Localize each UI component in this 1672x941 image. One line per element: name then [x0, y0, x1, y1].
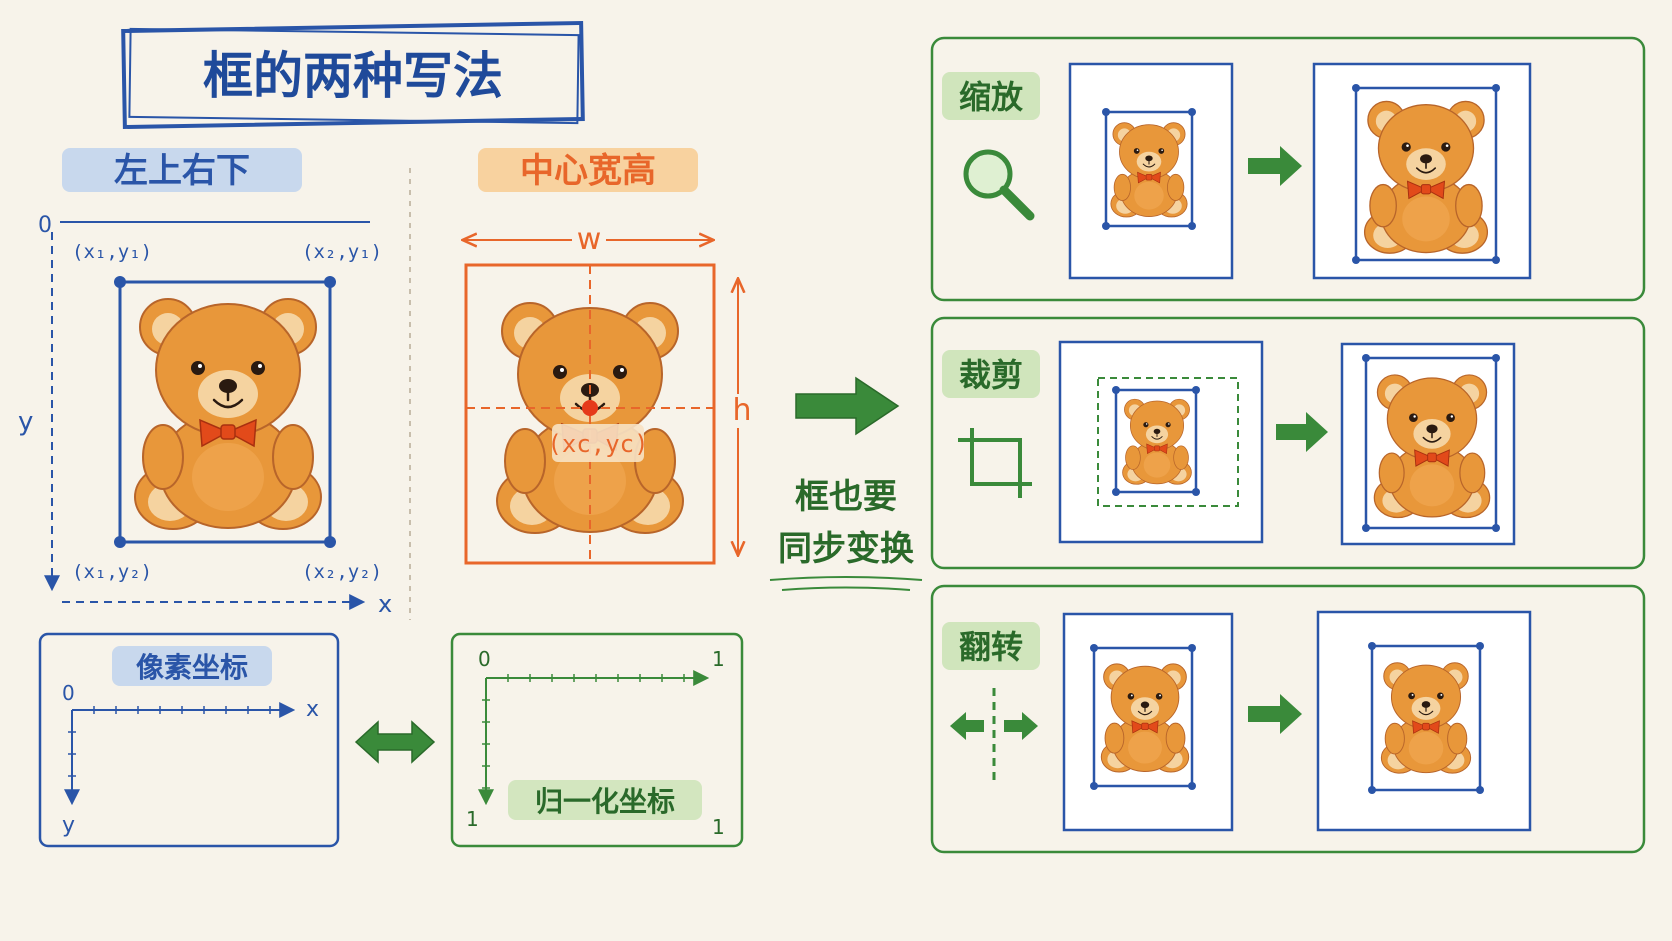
y-max-label: 1: [466, 807, 479, 831]
corner-point: [114, 536, 126, 548]
transform-label-crop: 裁剪: [959, 356, 1023, 394]
x-axis-label: x: [378, 590, 392, 618]
corner-point: [324, 276, 336, 288]
transform-flip-panel: 翻转: [930, 584, 1646, 854]
pixel-coords-heading: 像素坐标: [136, 651, 248, 684]
transform-label-scale: 缩放: [959, 78, 1024, 116]
label-mask: [726, 394, 752, 428]
origin-label: 0: [38, 213, 52, 238]
after-image: [1340, 342, 1516, 546]
page-title: 框的两种写法: [203, 47, 503, 105]
corner-bottom-right: (x₂,y₂): [302, 561, 382, 583]
before-image: [1058, 340, 1264, 544]
center-label: (xc,yc): [547, 430, 648, 458]
corner-point: [114, 276, 126, 288]
heading-highlight: [508, 780, 702, 820]
x-axis-label: x: [306, 697, 319, 722]
step-arrow-icon: [1276, 412, 1328, 452]
corner-label: 1: [712, 815, 725, 839]
label-mask: [572, 224, 606, 254]
corner-format-panel: 左上右下 0 x y (x₁,y₁) (x₂,y₁) (x₁,y₂) (x₂,y…: [18, 148, 392, 618]
origin-label: 0: [62, 681, 75, 705]
transform-label-flip: 翻转: [959, 628, 1023, 666]
magnifier-icon: [963, 149, 1035, 221]
heading-highlight: [478, 148, 698, 192]
double-arrow-icon: [354, 720, 436, 764]
transform-scale-panel: 缩放: [930, 36, 1646, 302]
step-arrow-icon: [1248, 146, 1302, 186]
step-arrow-icon: [1248, 694, 1302, 734]
normalized-coords-heading: 归一化坐标: [535, 785, 675, 818]
axis-ticks: [482, 674, 685, 789]
heading-highlight: [112, 646, 272, 686]
corner-format-heading: 左上右下: [114, 151, 250, 191]
center-format-panel: 中心宽高 w h (xc,yc): [464, 148, 752, 565]
y-axis-label: y: [62, 813, 75, 838]
width-label: w: [577, 222, 602, 257]
center-point: [582, 400, 598, 416]
title-banner: 框的两种写法: [121, 20, 585, 130]
sync-note-line1: 框也要: [795, 477, 897, 517]
heading-highlight: [62, 148, 302, 192]
height-label: h: [732, 393, 751, 428]
bear-image: [133, 297, 323, 531]
y-axis-label: y: [18, 407, 33, 437]
flip-icon: [950, 688, 1038, 780]
label-highlight: [942, 72, 1040, 120]
normalized-coords-box: 0 1 1 1 归一化坐标: [450, 632, 744, 848]
corner-bottom-left: (x₁,y₂): [72, 561, 152, 583]
x-max-label: 1: [712, 647, 725, 671]
sync-note: 框也要 同步变换: [769, 477, 923, 591]
before-image: [1068, 62, 1234, 280]
crop-icon: [958, 428, 1032, 498]
origin-label: 0: [478, 647, 491, 671]
before-image: [1062, 612, 1234, 832]
after-image: [1312, 62, 1532, 280]
label-highlight: [942, 350, 1040, 398]
corner-top-left: (x₁,y₁): [72, 241, 152, 263]
corner-point: [324, 536, 336, 548]
corner-top-right: (x₂,y₁): [302, 241, 382, 263]
sync-note-line2: 同步变换: [778, 529, 914, 569]
transform-crop-panel: 裁剪: [930, 316, 1646, 570]
after-image: [1316, 610, 1532, 832]
bounding-box: [118, 280, 332, 544]
label-highlight: [942, 622, 1040, 670]
label-backdrop: [552, 424, 644, 462]
big-arrow-icon: [795, 376, 900, 436]
axis-ticks: [68, 706, 271, 777]
center-format-heading: 中心宽高: [520, 151, 656, 191]
pixel-coords-box: 像素坐标 0 x y: [38, 632, 340, 848]
